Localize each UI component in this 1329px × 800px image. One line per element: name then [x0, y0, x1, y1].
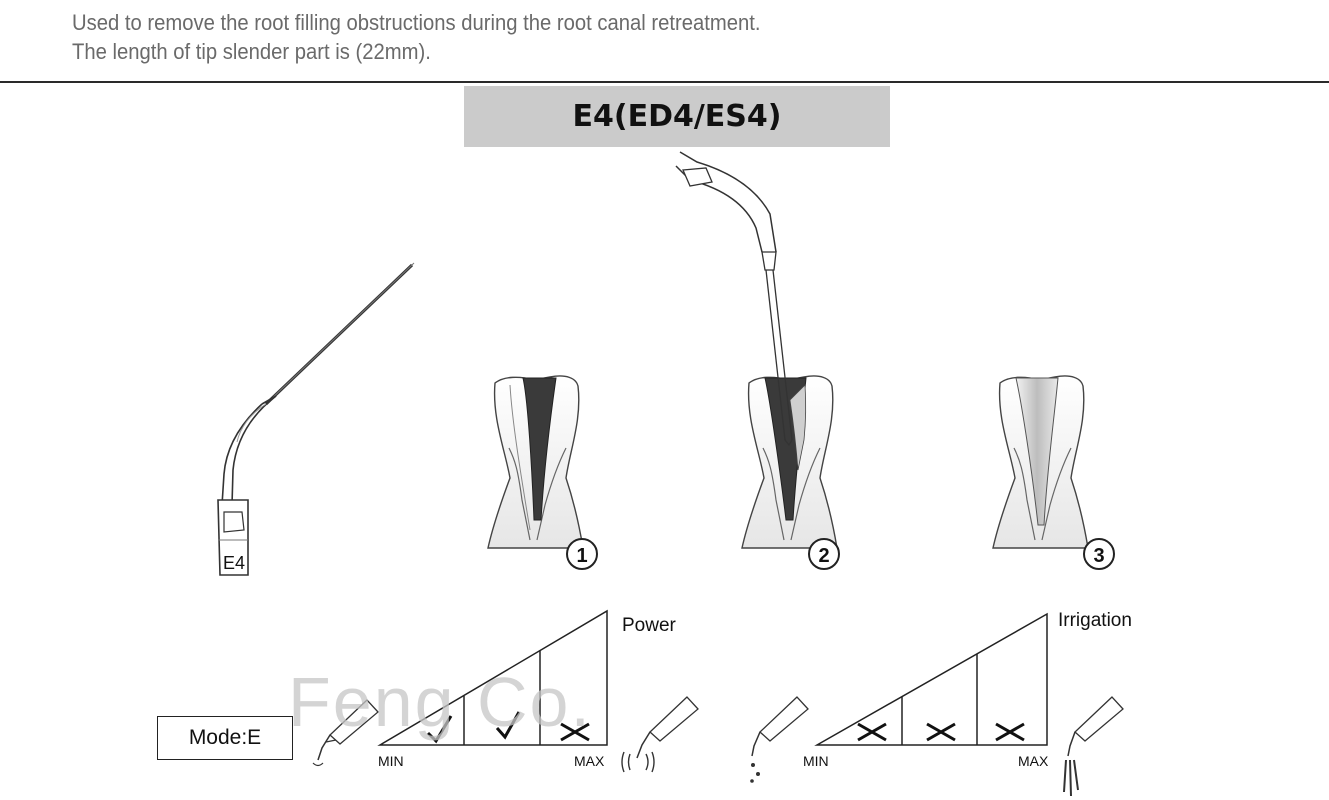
description: Used to remove the root filling obstruct…: [72, 8, 761, 66]
irrigation-max-label: MAX: [1018, 753, 1049, 769]
tip-marking: E4: [223, 553, 245, 573]
power-max-label: MAX: [574, 753, 605, 769]
power-check-1-icon: [426, 715, 453, 744]
irrigation-min-label: MIN: [803, 753, 829, 769]
handpiece-max-irrigation-icon: [1063, 696, 1124, 797]
irrigation-label: Irrigation: [1058, 610, 1132, 631]
irrigation-scale: Irrigation MIN MAX: [803, 610, 1132, 769]
power-min-label: MIN: [378, 753, 404, 769]
mode-indicator: Mode:E: [157, 716, 293, 760]
tooth-step-2: [675, 151, 838, 549]
irrigation-cross-1-icon: [857, 722, 887, 742]
power-cross-icon: [560, 722, 590, 742]
handpiece-min-irrigation-icon: [750, 696, 809, 783]
description-line-2: The length of tip slender part is (22mm)…: [72, 39, 431, 64]
power-check-2-icon: [495, 711, 521, 740]
e4-tip-illustration: E4: [217, 262, 415, 576]
step-badge-3: 3: [1083, 538, 1115, 570]
step-badge-2: 2: [808, 538, 840, 570]
irrigation-cross-3-icon: [995, 722, 1025, 742]
description-line-1: Used to remove the root filling obstruct…: [72, 10, 761, 35]
handpiece-max-power-icon: [621, 696, 699, 773]
title-banner: E4(ED4/ES4): [464, 86, 890, 147]
irrigation-cross-2-icon: [926, 722, 956, 742]
step-badge-1: 1: [566, 538, 598, 570]
header-divider: [0, 81, 1329, 83]
step-number-2: 2: [818, 545, 829, 567]
tooth-step-3: [992, 375, 1089, 549]
step-number-1: 1: [576, 545, 587, 567]
step-number-3: 3: [1093, 545, 1104, 567]
power-scale: Power MIN MAX: [377, 609, 677, 769]
product-title: E4(ED4/ES4): [572, 99, 782, 134]
tooth-step-1: [487, 375, 584, 549]
watermark-text: Feng Co.: [288, 663, 592, 741]
power-label: Power: [622, 615, 677, 636]
handpiece-min-power-icon: [312, 699, 379, 767]
